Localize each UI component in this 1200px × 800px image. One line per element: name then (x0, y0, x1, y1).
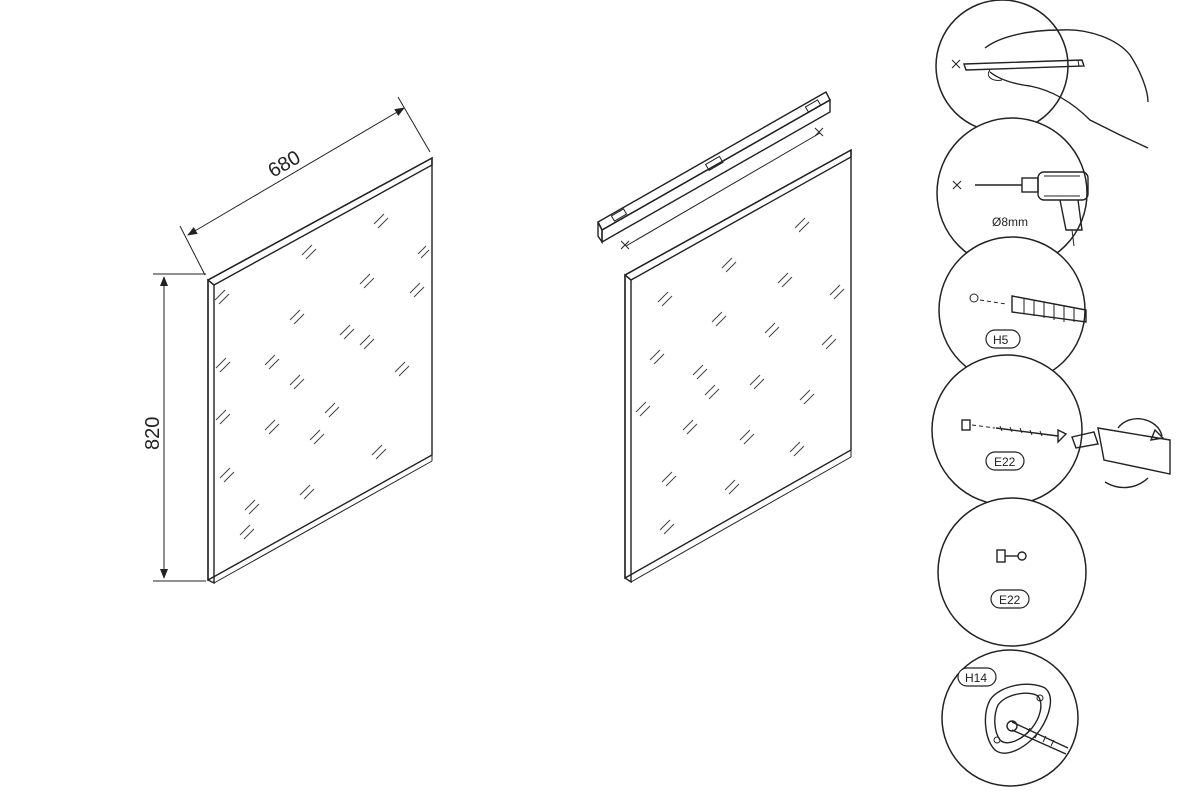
mirror-panel-with-level (597, 91, 852, 584)
height-dimension: 820 (142, 273, 206, 582)
bracket-mount-icon (984, 683, 1069, 755)
drill-icon (975, 171, 1089, 247)
drill-size-label: Ø8mm (992, 215, 1028, 229)
part-badge (985, 451, 1025, 471)
mirror-panel-dimensioned: 680 820 (142, 96, 433, 585)
screw-insertion-icon (961, 418, 1171, 489)
step-1-mark-position (935, 0, 1149, 149)
reflection-marks (635, 217, 845, 535)
bracket-part-label: H14 (965, 671, 987, 685)
part-badge (985, 329, 1021, 349)
step-5-screw-in-place: E22 (937, 497, 1087, 647)
height-label: 820 (142, 417, 164, 450)
part-badge (957, 667, 997, 687)
width-label: 680 (265, 147, 305, 183)
pencil-marking-icon (963, 29, 1149, 149)
step-6-mount-bracket: H14 (941, 649, 1079, 787)
screw-part-label: E22 (994, 455, 1016, 469)
step-4-insert-screw: E22 (931, 354, 1171, 506)
part-badge (990, 589, 1030, 609)
plug-part-label: H5 (993, 333, 1009, 347)
reflection-marks (214, 213, 430, 540)
spirit-level-icon (597, 91, 831, 245)
wall-plug-icon (1011, 295, 1087, 323)
screw-icon (996, 549, 1027, 563)
screw-part-label: E22 (999, 593, 1021, 607)
